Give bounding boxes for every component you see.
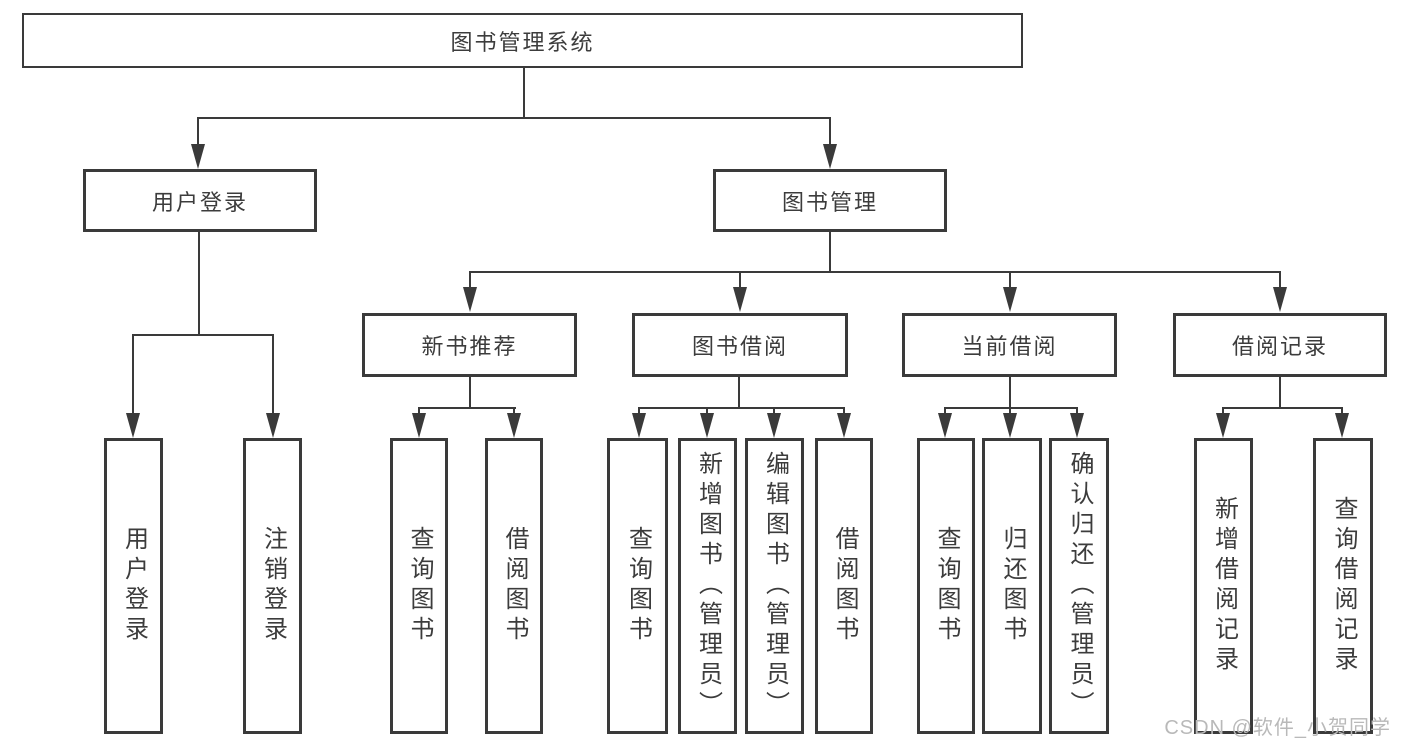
connector-drop bbox=[469, 377, 471, 409]
leaf-edit-books-admin: 编辑图书（管理员） bbox=[745, 438, 804, 734]
arrow-down-icon bbox=[700, 413, 714, 438]
leaf-logout: 注销登录 bbox=[243, 438, 302, 734]
connector-rail bbox=[132, 334, 274, 336]
node-user-login: 用户登录 bbox=[83, 169, 317, 232]
leaf-query-books-current: 查询图书 bbox=[917, 438, 975, 734]
arrow-down-icon bbox=[767, 413, 781, 438]
leaf-add-books-admin: 新增图书（管理员） bbox=[678, 438, 737, 734]
arrow-down-icon bbox=[507, 413, 521, 438]
connector-stub bbox=[944, 407, 946, 415]
connector-stub bbox=[1341, 407, 1343, 415]
node-book-management: 图书管理 bbox=[713, 169, 947, 232]
arrow-down-icon bbox=[1003, 413, 1017, 438]
leaf-confirm-return-admin: 确认归还（管理员） bbox=[1049, 438, 1109, 734]
leaf-query-borrow-record: 查询借阅记录 bbox=[1313, 438, 1373, 734]
arrow-down-icon bbox=[126, 413, 140, 438]
leaf-add-borrow-record: 新增借阅记录 bbox=[1194, 438, 1253, 734]
arrow-down-icon bbox=[1070, 413, 1084, 438]
connector-stub bbox=[418, 407, 420, 415]
arrow-down-icon bbox=[837, 413, 851, 438]
watermark: CSDN @软件_小贺同学 bbox=[1164, 717, 1391, 739]
connector-stub bbox=[773, 407, 775, 415]
arrow-down-icon bbox=[938, 413, 952, 438]
connector-book-mgmt-drop bbox=[829, 232, 831, 273]
connector-rail bbox=[418, 407, 516, 409]
connector-drop bbox=[1009, 377, 1011, 409]
connector-stub bbox=[132, 334, 134, 414]
node-current-borrow: 当前借阅 bbox=[902, 313, 1117, 377]
node-library-management-system: 图书管理系统 bbox=[22, 13, 1023, 68]
connector-user-login-drop bbox=[198, 232, 200, 336]
leaf-borrow-books-recommend: 借阅图书 bbox=[485, 438, 543, 734]
arrow-down-icon bbox=[1216, 413, 1230, 438]
connector-rail bbox=[638, 407, 845, 409]
connector-level2-rail bbox=[197, 117, 831, 119]
leaf-return-books: 归还图书 bbox=[982, 438, 1042, 734]
arrow-down-icon bbox=[412, 413, 426, 438]
arrow-down-icon bbox=[632, 413, 646, 438]
connector-stub bbox=[272, 334, 274, 414]
leaf-borrow-books: 借阅图书 bbox=[815, 438, 873, 734]
connector-stub bbox=[513, 407, 515, 415]
connector-stub bbox=[638, 407, 640, 415]
leaf-query-books-borrow: 查询图书 bbox=[607, 438, 668, 734]
connector-stub bbox=[843, 407, 845, 415]
connector-book-mgmt-stub bbox=[829, 117, 831, 147]
connector-drop bbox=[1279, 377, 1281, 409]
connector-stub bbox=[1009, 271, 1011, 289]
arrow-down-icon bbox=[1273, 287, 1287, 312]
connector-root-drop bbox=[523, 68, 525, 119]
connector-stub bbox=[1076, 407, 1078, 415]
arrow-down-icon bbox=[266, 413, 280, 438]
connector-stub bbox=[1222, 407, 1224, 415]
leaf-user-login: 用户登录 bbox=[104, 438, 163, 734]
arrow-down-icon bbox=[733, 287, 747, 312]
arrow-down-icon bbox=[823, 144, 837, 169]
connector-stub bbox=[739, 271, 741, 289]
arrow-down-icon bbox=[1003, 287, 1017, 312]
node-borrow-records: 借阅记录 bbox=[1173, 313, 1387, 377]
node-new-book-recommend: 新书推荐 bbox=[362, 313, 577, 377]
connector-stub bbox=[469, 271, 471, 289]
connector-rail bbox=[1222, 407, 1343, 409]
arrow-down-icon bbox=[463, 287, 477, 312]
node-book-borrow: 图书借阅 bbox=[632, 313, 848, 377]
arrow-down-icon bbox=[1335, 413, 1349, 438]
connector-stub bbox=[1279, 271, 1281, 289]
leaf-query-books-recommend: 查询图书 bbox=[390, 438, 448, 734]
connector-level3-rail bbox=[469, 271, 1281, 273]
connector-stub bbox=[706, 407, 708, 415]
connector-rail bbox=[944, 407, 1078, 409]
connector-user-login-stub bbox=[197, 117, 199, 147]
connector-stub bbox=[1009, 407, 1011, 415]
connector-drop bbox=[738, 377, 740, 409]
arrow-down-icon bbox=[191, 144, 205, 169]
